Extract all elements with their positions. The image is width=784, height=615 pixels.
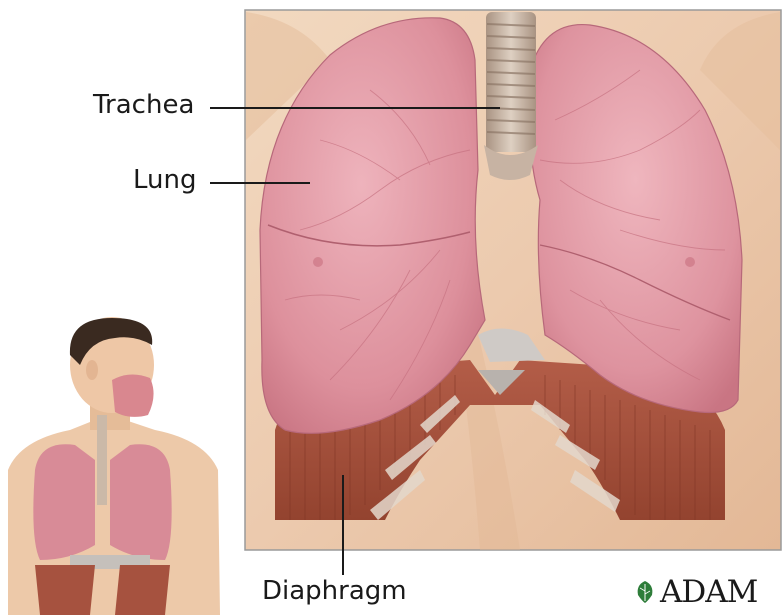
diaphragm-label: Diaphragm	[262, 576, 407, 606]
leaf-icon	[632, 579, 658, 605]
trachea-leader-line	[210, 107, 500, 109]
lung-leader-line	[210, 182, 310, 184]
diaphragm-leader-line	[342, 475, 344, 575]
trachea-label: Trachea	[93, 90, 194, 120]
adam-logo: ADAM	[632, 574, 757, 610]
adam-logo-text: ADAM	[660, 574, 757, 610]
lung-label: Lung	[133, 165, 197, 195]
inset-figure	[8, 317, 220, 615]
